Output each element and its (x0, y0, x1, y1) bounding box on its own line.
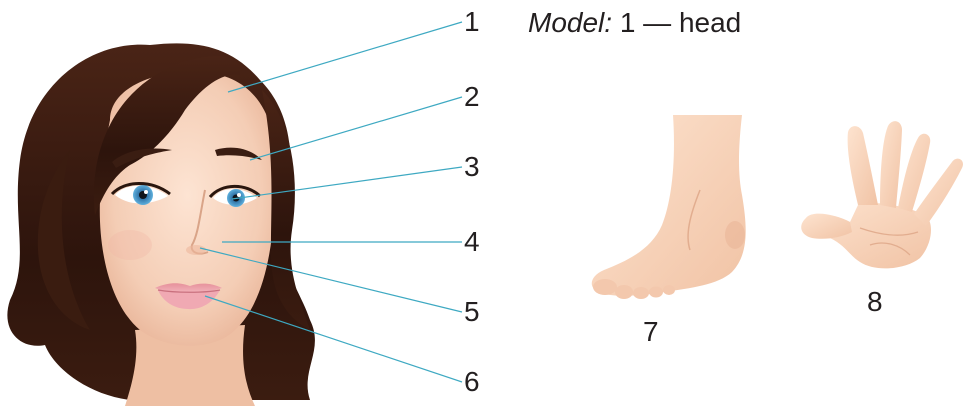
foot-icon (592, 115, 746, 299)
callout-number-2: 2 (464, 83, 480, 111)
model-example: Model: 1 — head (528, 6, 741, 40)
callout-number-4: 4 (464, 228, 480, 256)
foot-number: 7 (643, 318, 659, 346)
hand-icon (801, 121, 963, 268)
callout-number-3: 3 (464, 153, 480, 181)
cheek-blush (108, 230, 152, 260)
leader-line-1 (228, 22, 462, 92)
hand-number: 8 (867, 288, 883, 316)
callout-number-5: 5 (464, 298, 480, 326)
callout-number-6: 6 (464, 368, 480, 396)
model-example-text: 1 — head (620, 7, 741, 38)
head-illustration (7, 43, 315, 406)
callout-number-1: 1 (464, 8, 480, 36)
model-label: Model: (528, 7, 612, 38)
